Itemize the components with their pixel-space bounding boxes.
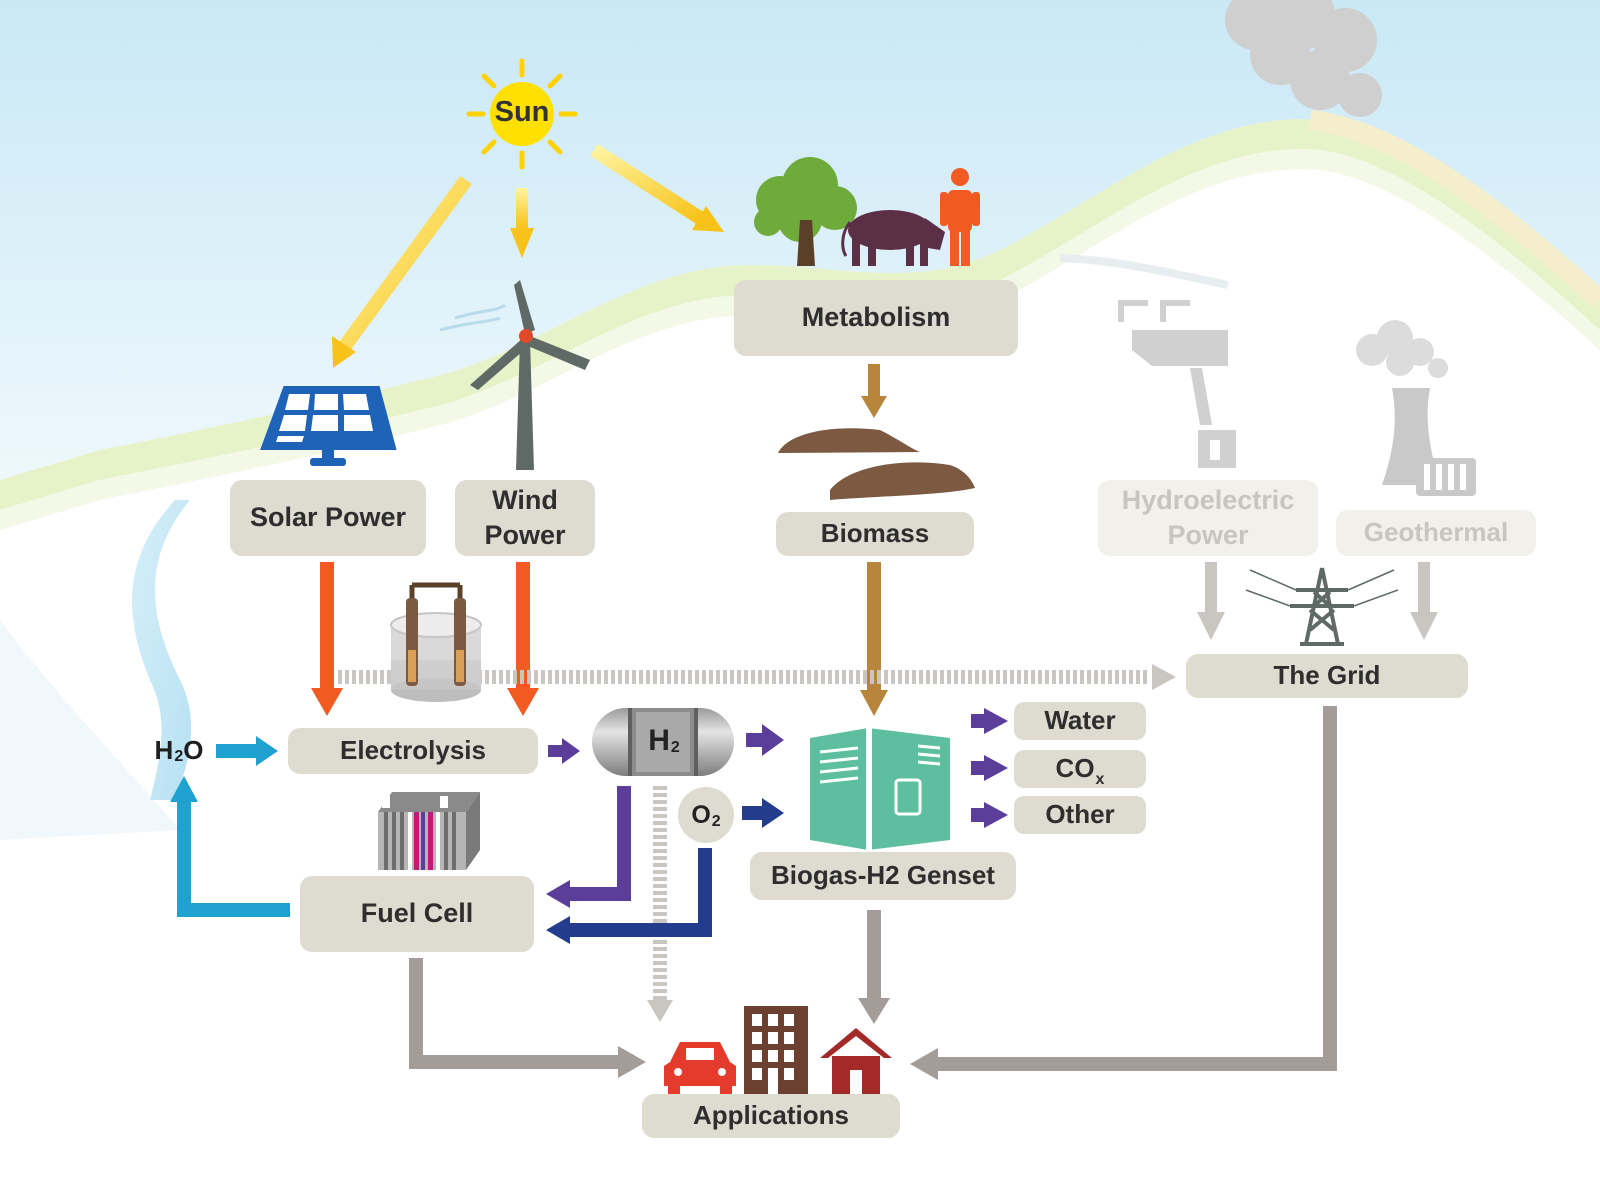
electrolysis-box: Electrolysis [288,728,538,774]
water-output-label: Water [1044,705,1116,736]
wind-power-label: Wind Power [484,484,566,550]
biomass-icon [778,428,975,500]
grid-box: The Grid [1186,654,1468,698]
cow-icon [841,210,945,266]
car-icon [664,1042,736,1094]
wind-turbine-icon [439,280,590,470]
geothermal-box: Geothermal [1336,510,1536,556]
smoke-cloud-icon [1225,0,1382,117]
arrow-h2-to-fuelcell [546,786,631,908]
ray-to-metabolism [590,144,724,232]
fuel-cell-stack-icon [378,792,480,870]
arrow-grid-to-applications [910,706,1337,1080]
sun-label: Sun [494,96,550,128]
person-icon [940,168,980,266]
arrow-genset-to-applications [858,910,890,1024]
solar-panel-icon [260,386,397,466]
other-output-box: Other [1014,796,1146,834]
fuel-cell-label: Fuel Cell [360,898,474,929]
sun-icon [466,58,578,170]
arrow-solar-to-electrolysis [311,562,343,716]
applications-label: Applications [692,1100,849,1131]
arrow-geothermal-to-grid [1410,562,1438,640]
genset-icon [810,728,950,850]
arrow-electrolysis-to-h2 [548,738,580,764]
applications-box: Applications [642,1094,900,1138]
ray-to-solar [332,175,472,368]
hydroelectric-power-label: Hydroelectric Power [1121,484,1295,550]
power-tower-icon [1245,567,1399,646]
solar-power-box: Solar Power [230,480,426,556]
tree-icon [754,157,857,266]
arrow-water-to-electrolysis [216,736,278,766]
solar-power-label: Solar Power [249,502,407,533]
wind-power-box: Wind Power [455,480,595,556]
grid-label: The Grid [1273,660,1381,691]
output-arrows [971,708,1008,828]
geothermal-label: Geothermal [1363,517,1509,548]
cox-output-label: COx [1055,753,1105,789]
electrolyzer-icon [390,582,482,702]
fuel-cell-box: Fuel Cell [300,876,534,952]
sky-background [0,0,1600,840]
hydroelectric-power-box: Hydroelectric Power [1098,480,1318,556]
geothermal-plant-icon [1356,320,1476,496]
arrow-hydro-to-grid [1197,562,1225,640]
arrow-o2-to-fuelcell [546,848,712,944]
arrow-o2-to-genset [742,798,784,828]
arrow-fuelcell-to-applications [409,958,646,1078]
biomass-label: Biomass [820,518,930,549]
building-icon [744,1006,808,1094]
arrow-biomass-to-genset [860,562,888,716]
house-icon [820,1028,892,1094]
other-output-label: Other [1045,799,1115,830]
o2-circle [678,787,734,843]
arrow-fuelcell-to-water [170,776,290,917]
electrolysis-label: Electrolysis [340,735,486,766]
cox-output-box: COx [1014,750,1146,788]
h2-tank-icon [592,708,734,776]
water-stream [132,500,192,800]
arrow-wind-to-electrolysis [507,562,539,716]
ray-to-wind [510,188,534,258]
arrow-metabolism-to-biomass [861,364,887,418]
genset-box: Biogas-H2 Genset [750,852,1016,900]
metabolism-box: Metabolism [734,280,1018,356]
hydro-dam-icon [1059,254,1236,468]
water-output-box: Water [1014,702,1146,740]
dashed-line-h2-to-applications [647,786,673,1022]
sun-rays [332,144,724,368]
arrow-h2-to-genset [746,724,784,756]
genset-label: Biogas-H2 Genset [771,860,995,891]
metabolism-label: Metabolism [801,302,951,333]
biomass-box: Biomass [776,512,974,556]
